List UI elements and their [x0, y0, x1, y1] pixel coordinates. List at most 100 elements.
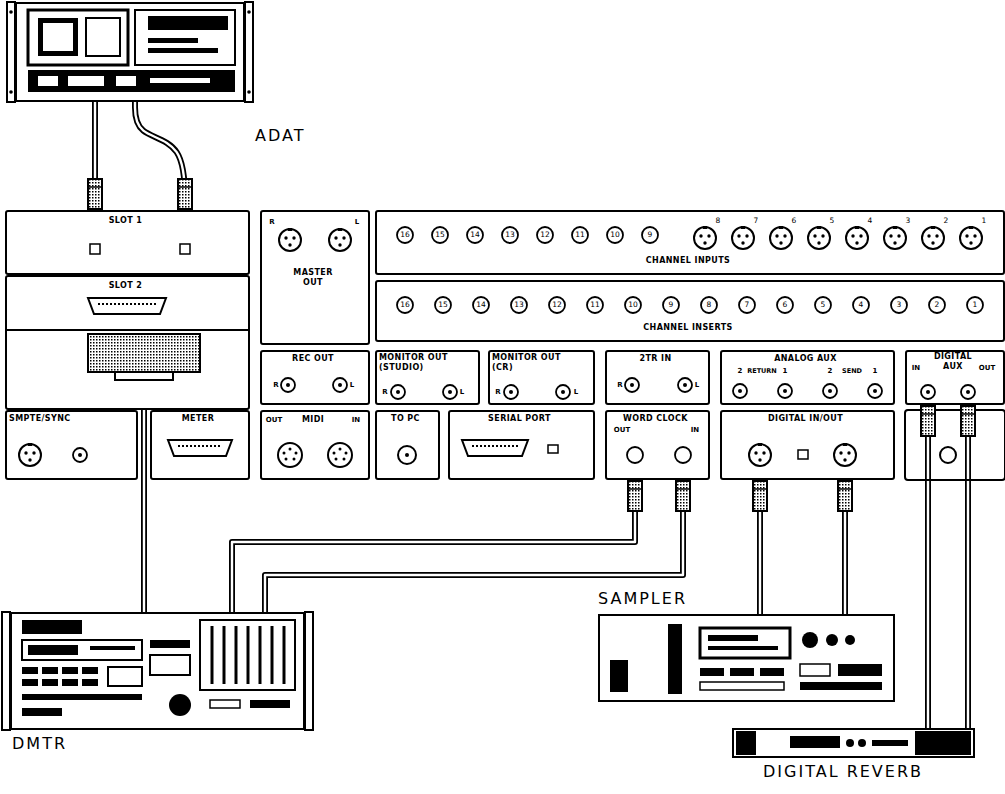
insert-jack [929, 297, 945, 313]
dmtr-illustration [210, 700, 240, 708]
phone-jack [961, 385, 975, 399]
phone-jack [443, 385, 457, 399]
input-panel: 2TR IN [605, 350, 710, 405]
slot-hardware [98, 303, 156, 305]
cable-outline [965, 405, 971, 728]
phone-jack [625, 378, 639, 392]
dmtr-illustration [200, 620, 295, 690]
xlr-connector [694, 226, 982, 249]
dmtr-illustration [22, 708, 62, 716]
input-jack [642, 227, 658, 243]
rear-connector [19, 443, 41, 466]
dmtr-illustration [28, 645, 78, 655]
insert-jack [663, 297, 679, 313]
xlr-connector [922, 226, 944, 249]
pin-label: OUT [614, 427, 630, 434]
reverb-unit: DIGITAL REVERB [732, 728, 975, 758]
adat-illustration [7, 2, 253, 102]
channel-number: 3 [906, 217, 911, 225]
insert-jack [625, 297, 641, 313]
dmtr-illustration [22, 694, 142, 700]
pin-label: R [495, 389, 500, 396]
cable-plug [178, 179, 192, 209]
cable [968, 405, 969, 728]
pin-label: L [695, 382, 699, 389]
channel-number: 11 [575, 231, 585, 239]
xlr-connector [884, 226, 906, 249]
rear-connector [627, 447, 643, 463]
aux-panel: DIGITAL AUX [905, 350, 1005, 405]
rear-connector [834, 443, 856, 466]
phone-jack [556, 385, 570, 399]
slot-hardware [88, 334, 200, 372]
cable-plug [676, 481, 690, 511]
slot-panel: SLOT 2 [5, 275, 250, 410]
output-panel: MASTER OUT [260, 210, 370, 345]
dmtr-illustration [271, 626, 274, 684]
phone-jack [921, 385, 935, 399]
channel-number: 15 [438, 301, 448, 309]
dmtr-illustration [305, 612, 313, 730]
pin-label: 2 [828, 368, 833, 375]
reverb-illustration [915, 731, 971, 755]
pin-label: R [269, 219, 274, 226]
rear-connector [178, 445, 222, 447]
phone-jack [678, 378, 692, 392]
pin-label: IN [691, 427, 699, 434]
cable-plug [88, 179, 102, 209]
xlr-connector [694, 226, 716, 249]
xlr-connector [808, 226, 830, 249]
channel-number: 10 [628, 301, 638, 309]
sampler-illustration [708, 646, 778, 650]
channel-number: 4 [859, 301, 864, 309]
adat-illustration [150, 78, 210, 83]
phone-jack [778, 384, 792, 398]
dmtr-illustration [42, 667, 58, 674]
dmtr-illustration [22, 620, 82, 634]
channel-number: 13 [505, 231, 515, 239]
input-jack [432, 227, 448, 243]
reverb-illustration [736, 731, 971, 755]
rear-connector [333, 452, 336, 455]
panel-label: TO PC [375, 414, 436, 424]
dmtr-illustration [22, 667, 38, 674]
dmtr-illustration [150, 640, 190, 648]
panel-label: CHANNEL INSERTS [588, 323, 788, 333]
adat-illustration [247, 90, 251, 94]
dmtr-illustration [22, 679, 38, 686]
pin-label: 2 [738, 368, 743, 375]
channel-number: 8 [707, 301, 712, 309]
channel-number: 14 [470, 231, 480, 239]
sampler-illustration [802, 632, 818, 648]
adat-illustration [7, 2, 15, 102]
rear-connector [339, 448, 342, 451]
adat-illustration [43, 23, 73, 51]
pin-label: IN [912, 365, 920, 372]
cable [232, 480, 635, 612]
channel-number: 9 [648, 231, 653, 239]
rear-connector [283, 452, 286, 455]
rear-connector [328, 443, 352, 467]
adat-illustration [245, 2, 253, 102]
channel-number: 6 [783, 301, 788, 309]
sampler-illustration [826, 634, 838, 646]
rear-connector [285, 458, 288, 461]
cable-plug [838, 481, 852, 511]
cable-core [143, 410, 145, 612]
output-panel: MONITOR OUT (CR) [488, 350, 595, 405]
dmtr-illustration [235, 626, 238, 684]
panel-label: SLOT 1 [5, 216, 246, 226]
xlr-connector [279, 228, 301, 251]
rear-connector [295, 452, 298, 455]
channel-number: 12 [540, 231, 550, 239]
adat-illustration [9, 10, 13, 14]
cable-outline [232, 480, 635, 612]
rear-connector [345, 452, 348, 455]
dmtr-illustration [62, 667, 78, 674]
panel-label: DIGITAL AUX [928, 352, 978, 372]
adat-recorder: ADAT [15, 2, 245, 102]
xlr-connector [279, 228, 351, 251]
xlr-connector [960, 226, 982, 249]
